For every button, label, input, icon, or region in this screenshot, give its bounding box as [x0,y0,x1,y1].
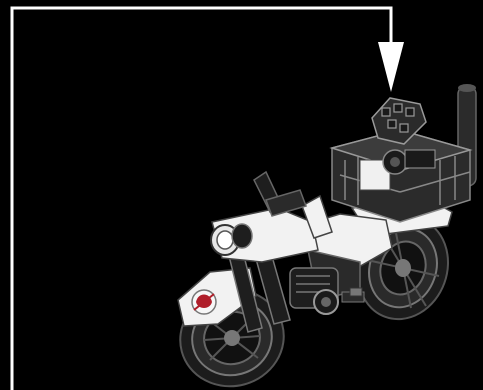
emblem-icon [192,290,216,314]
footpeg [350,288,362,296]
